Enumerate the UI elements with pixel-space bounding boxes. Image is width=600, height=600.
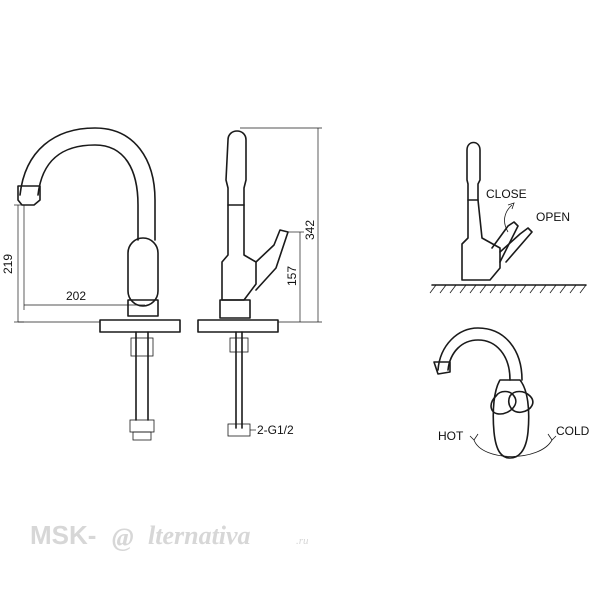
side-spout (225, 130, 247, 206)
op-handle-closed (491, 221, 519, 263)
hc-rotation-arrow (473, 439, 553, 457)
side-body (221, 204, 257, 301)
dim-157-label: 157 (285, 266, 299, 286)
front-spout-tip (17, 185, 41, 206)
op-rotation-arrow (504, 204, 513, 233)
op-body (461, 199, 501, 281)
op-handle-open (499, 227, 533, 263)
watermark-prefix: MSK- (30, 520, 96, 550)
hc-handle-left (490, 390, 517, 415)
hot-label: HOT (438, 429, 464, 443)
hc-body (492, 379, 530, 459)
hot-cold-view (433, 327, 557, 459)
cold-label: COLD (556, 424, 590, 438)
front-body (127, 237, 159, 307)
watermark-domain: .ru (296, 535, 309, 547)
front-deck-plate (99, 319, 181, 333)
op-countertop-hatch (429, 284, 587, 294)
open-close-view (429, 141, 587, 294)
close-label: CLOSE (486, 187, 527, 201)
connection-label: 2-G1/2 (257, 423, 294, 437)
watermark-suffix: lternativa (148, 521, 251, 550)
open-label: OPEN (536, 210, 570, 224)
hc-handle-right (507, 390, 534, 414)
side-handle (255, 229, 289, 291)
watermark-at: @ (112, 523, 134, 552)
side-deck-plate (197, 319, 279, 333)
front-view (14, 127, 181, 441)
watermark: MSK- @ lternativa .ru (30, 520, 309, 552)
dim-202-label: 202 (66, 289, 86, 303)
side-view (197, 127, 322, 437)
dim-219-label: 219 (1, 254, 15, 274)
hc-spout (437, 327, 523, 381)
side-base (219, 299, 251, 319)
front-spout (19, 127, 156, 241)
dim-342-label: 342 (303, 220, 317, 240)
front-base (127, 299, 159, 317)
op-spout (466, 141, 481, 201)
